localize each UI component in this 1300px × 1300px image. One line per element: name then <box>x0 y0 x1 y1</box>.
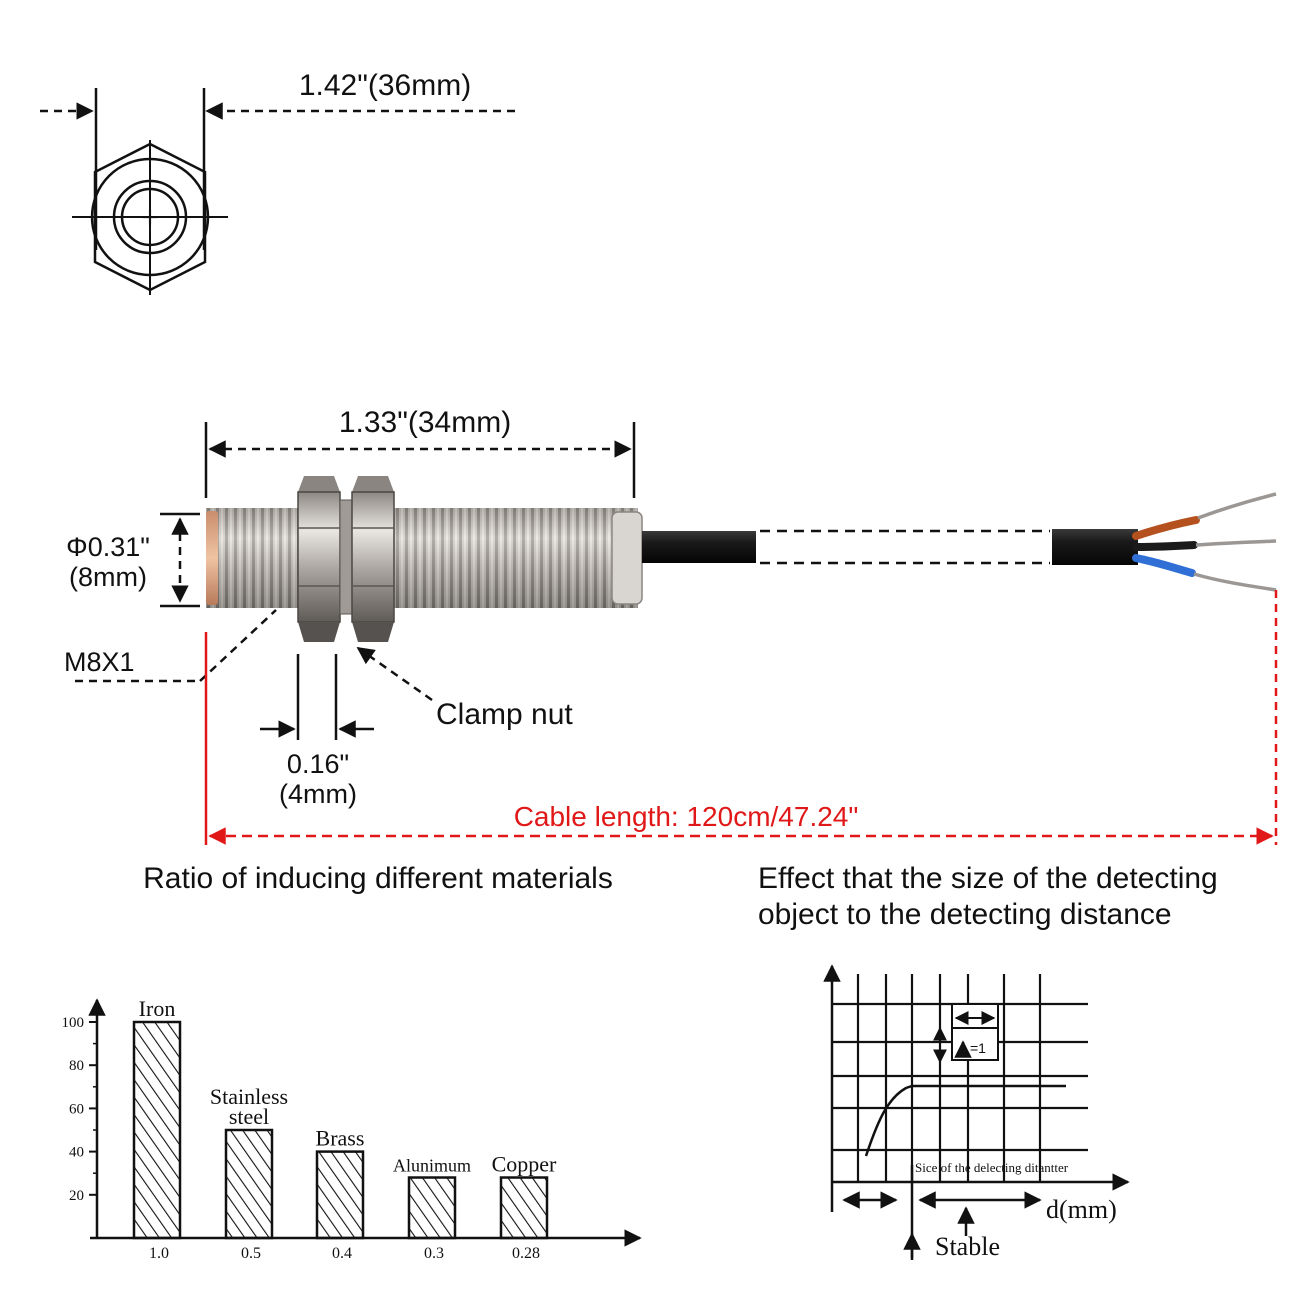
size-effect-chart: Effect that the size of the detecting ob… <box>758 862 1218 1261</box>
length-label: 1.33"(34mm) <box>339 406 511 439</box>
bar-iron <box>132 1020 182 1240</box>
size-effect-caption-line2: object to the detecting distance <box>758 898 1172 931</box>
top-view: 1.42"(36mm) + <box>40 69 515 295</box>
strand-2 <box>1195 539 1277 547</box>
bar-alunimum <box>407 1176 457 1240</box>
y-tick-label: 80 <box>69 1058 84 1074</box>
nut-width-label-line2: (4mm) <box>279 779 357 809</box>
distance-curve <box>864 1084 1066 1157</box>
y-tick-label: 60 <box>69 1101 84 1117</box>
clamp-nut-leader <box>356 646 433 702</box>
inset-label: =1 <box>970 1040 986 1056</box>
threaded-body-shading <box>206 508 638 608</box>
thread-label: M8X1 <box>64 647 135 677</box>
top-width-label: 1.42"(36mm) <box>299 69 471 102</box>
materials-y-ticks: 20 40 60 80 100 <box>62 1015 97 1204</box>
clamp-nut-right <box>351 476 395 642</box>
cable-near <box>642 531 756 563</box>
y-tick-label: 100 <box>62 1015 85 1031</box>
stable-label: Stable <box>935 1232 1000 1261</box>
clamp-nut-left <box>297 476 341 642</box>
y-tick-label: 20 <box>69 1188 84 1204</box>
rear-cap <box>611 511 643 605</box>
strand-1 <box>1197 492 1277 520</box>
size-effect-caption-line1: Effect that the size of the detecting <box>758 862 1218 895</box>
side-view: 1.33"(34mm) Φ0.31" (8mm) <box>64 406 1278 845</box>
cable-far <box>1052 529 1138 565</box>
x-tick-label: 0.5 <box>241 1245 261 1262</box>
wire-black <box>1132 541 1198 551</box>
bar-brass <box>315 1150 365 1240</box>
strand-3 <box>1193 572 1277 592</box>
center-cross-icon: + <box>141 201 159 234</box>
diameter-label-line2: (8mm) <box>69 562 147 592</box>
size-grid <box>832 974 1088 1182</box>
bar-label: Brass <box>316 1126 365 1151</box>
materials-chart-caption: Ratio of inducing different materials <box>143 862 613 895</box>
bar-label: Copper <box>492 1152 557 1177</box>
diameter-label-line1: Φ0.31" <box>66 532 150 562</box>
bar-stainless-steel <box>224 1128 274 1240</box>
bar-label: Alunimum <box>393 1156 471 1176</box>
x-axis-label: d(mm) <box>1046 1195 1117 1224</box>
cable-length-label: Cable length: 120cm/47.24" <box>514 801 859 832</box>
y-tick-label: 40 <box>69 1145 84 1161</box>
x-tick-label: 0.28 <box>512 1245 540 1262</box>
x-tick-label: 1.0 <box>149 1245 169 1262</box>
bar-copper <box>499 1176 549 1240</box>
bar-label: steel <box>229 1104 269 1129</box>
sensing-face <box>206 511 218 605</box>
nut-width-label-line1: 0.16" <box>287 749 349 779</box>
wire-brown <box>1132 516 1200 540</box>
x-tick-label: 0.4 <box>332 1245 352 1262</box>
wire-blue <box>1132 554 1196 577</box>
curve-label: Sice of the delecting ditantter <box>915 1160 1069 1175</box>
thread-leader-diag <box>199 609 277 682</box>
materials-chart: Ratio of inducing different materials 20… <box>62 862 642 1262</box>
bar-label: Stainless <box>210 1084 288 1109</box>
bar-label: Iron <box>139 996 176 1021</box>
x-tick-label: 0.3 <box>424 1245 444 1262</box>
clamp-nut-label: Clamp nut <box>436 698 573 731</box>
